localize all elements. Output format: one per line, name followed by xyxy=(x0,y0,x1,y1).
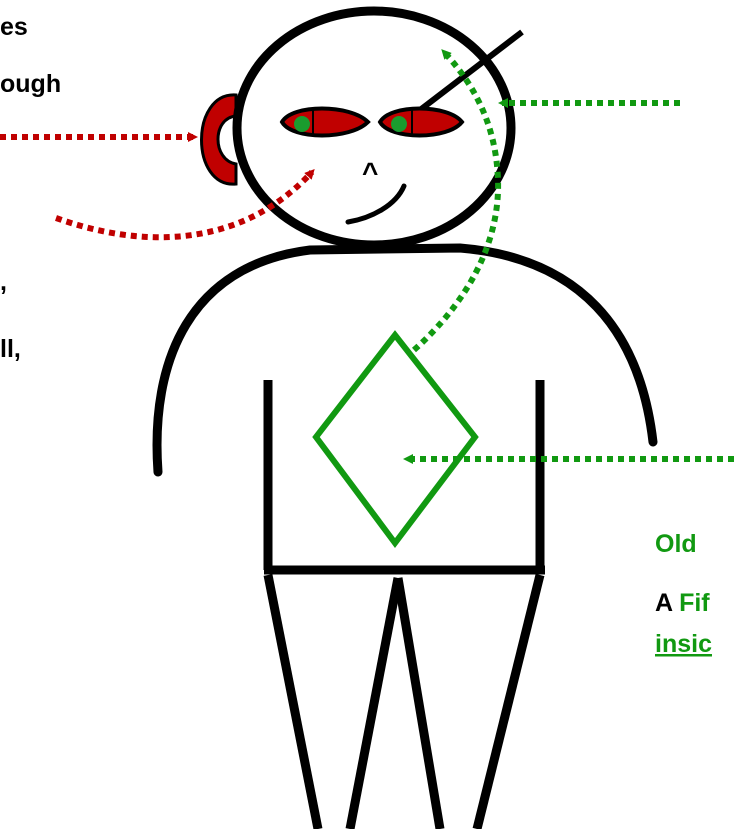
heart-diamond xyxy=(316,335,475,543)
left-pupil xyxy=(294,116,310,132)
left-text-line-3: , xyxy=(0,268,7,296)
right-text-line-2-a: A xyxy=(655,589,679,617)
right-text-line-1-prefix: Old xyxy=(655,530,697,558)
head xyxy=(237,11,511,245)
leg-right-outer xyxy=(477,575,540,829)
shoulders-arms xyxy=(157,248,653,472)
right-text-line-2-b: Fif xyxy=(679,589,710,617)
right-text-line-3: insic xyxy=(655,630,712,658)
left-text-line-1: es xyxy=(0,13,28,41)
left-text-line-2: ough xyxy=(0,70,61,98)
leg-left-inner xyxy=(350,578,398,829)
left-eye xyxy=(282,109,368,136)
ear xyxy=(202,95,237,184)
right-eye xyxy=(380,109,462,136)
right-pupil xyxy=(391,116,407,132)
nose: ^ xyxy=(362,157,378,188)
right-text-line-1: Old xyxy=(655,530,697,558)
right-text-line-2: A Fif xyxy=(655,589,710,617)
leg-right-inner xyxy=(398,578,440,829)
leg-left-outer xyxy=(268,575,318,829)
left-text-line-4: ll, xyxy=(0,335,21,363)
